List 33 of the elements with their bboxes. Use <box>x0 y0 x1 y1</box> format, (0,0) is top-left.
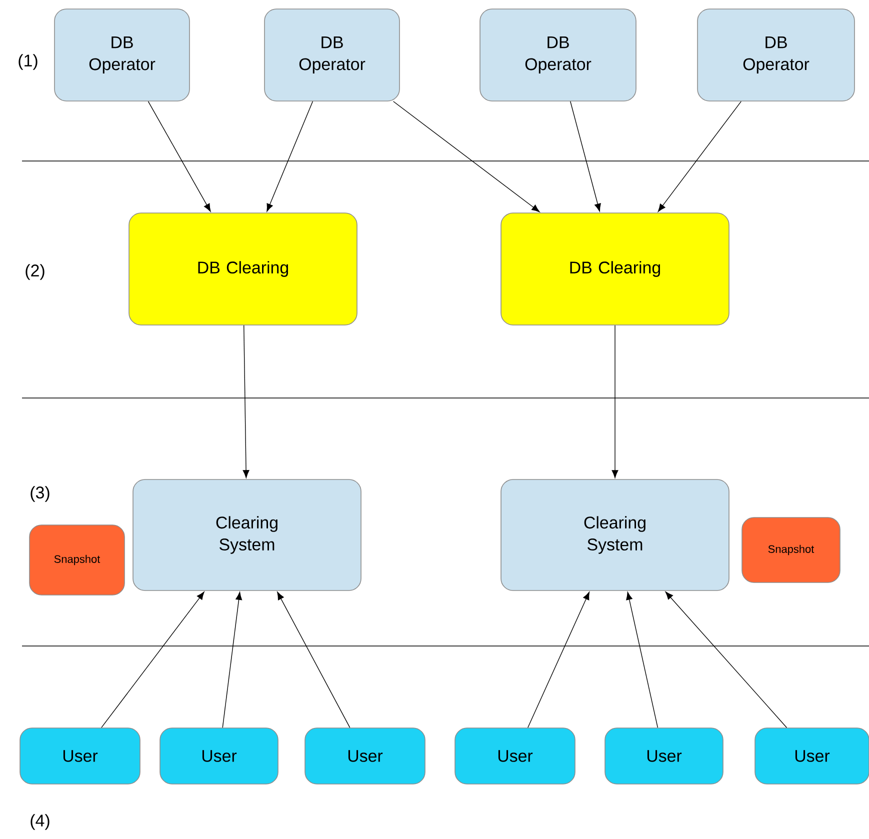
arrow <box>665 592 788 728</box>
arrow <box>392 101 540 212</box>
layer-number: (3) <box>30 486 50 502</box>
user-box: User <box>754 728 869 784</box>
snapshot-box: Snapshot <box>29 524 125 596</box>
operator-box: DB Operator <box>54 8 190 102</box>
clearing-box: DB Clearing <box>500 212 730 326</box>
user-box: User <box>304 728 426 784</box>
arrow <box>148 101 211 212</box>
user-box: User <box>604 728 724 784</box>
arrow <box>222 592 242 728</box>
user-box: User <box>20 728 140 784</box>
layer-number: (4) <box>30 814 50 830</box>
arrow <box>626 592 658 728</box>
operator-box: DB Operator <box>697 8 855 102</box>
arrow <box>242 325 250 478</box>
arrow <box>101 592 204 728</box>
system-box: Clearing System <box>132 479 362 591</box>
snapshot-box: Snapshot <box>742 517 840 583</box>
layer-number: (2) <box>26 264 44 280</box>
arrow <box>570 101 601 212</box>
user-box: User <box>160 728 278 784</box>
user-box: User <box>454 728 576 784</box>
arrow <box>658 101 742 212</box>
arrow <box>612 325 618 478</box>
arrow <box>277 592 350 728</box>
operator-box: DB Operator <box>264 8 400 102</box>
operator-box: DB Operator <box>480 8 636 102</box>
arrow <box>528 592 590 728</box>
clearing-box: DB Clearing <box>128 212 358 326</box>
arrow <box>266 101 314 212</box>
layer-number: (1) <box>18 54 38 70</box>
system-box: Clearing System <box>500 479 730 591</box>
